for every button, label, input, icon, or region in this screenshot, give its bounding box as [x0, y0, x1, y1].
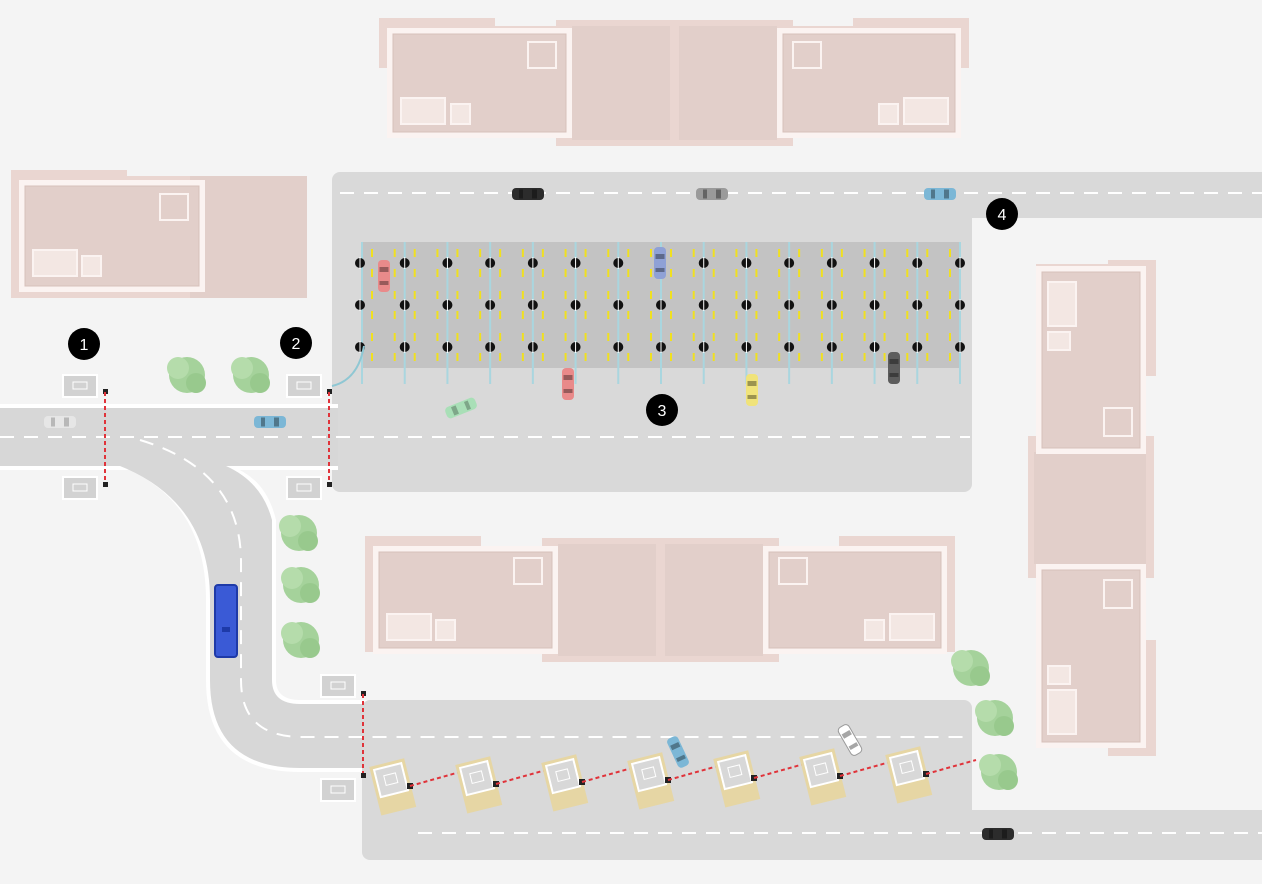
tree [281, 622, 320, 658]
barrier-gate-bottom [361, 691, 366, 778]
car [654, 247, 666, 279]
car [924, 188, 956, 200]
building-middle [365, 536, 955, 662]
car [888, 352, 900, 384]
booth-window [641, 766, 657, 781]
car [696, 188, 728, 200]
marker-1: 1 [68, 328, 100, 360]
toll-booths [369, 746, 977, 816]
gate-sign [62, 374, 98, 398]
tree [979, 754, 1018, 790]
tree [975, 700, 1014, 736]
toll-booth [713, 750, 761, 808]
gate-signs [62, 374, 356, 802]
tree [231, 357, 270, 393]
marker-label: 4 [998, 207, 1007, 224]
toll-booth [885, 746, 933, 804]
gate-sign [286, 476, 322, 500]
booth-barrier-arm [667, 765, 719, 781]
buildings [11, 18, 1156, 756]
car [982, 828, 1014, 840]
booth-window [469, 770, 485, 785]
tree [279, 515, 318, 551]
toll-booth [455, 756, 503, 814]
curved-road [120, 466, 370, 768]
gate-sign [320, 674, 356, 698]
marker-label: 1 [80, 337, 89, 354]
toll-booth [541, 754, 589, 812]
booth-cabin [630, 755, 668, 793]
booth-cabin [458, 759, 496, 797]
car [667, 736, 689, 768]
car [445, 397, 477, 419]
booth-cabin [372, 761, 410, 799]
building-top-center [379, 18, 969, 146]
building-right [1028, 260, 1156, 756]
car [512, 188, 544, 200]
building-top-left [11, 170, 307, 298]
entry-arc [331, 345, 365, 387]
booth-barrier-arm [409, 771, 461, 787]
gate-sign [62, 476, 98, 500]
booth-cabin [802, 751, 840, 789]
vehicles [44, 188, 1014, 840]
car [837, 724, 863, 756]
car [44, 416, 76, 428]
car [746, 374, 758, 406]
gate-sign [286, 374, 322, 398]
tree [167, 357, 206, 393]
toll-booth [627, 752, 675, 810]
booth-barrier-arm [753, 763, 805, 779]
booth-window [555, 768, 571, 783]
marker-label: 3 [658, 403, 667, 420]
toll-booth [369, 758, 417, 816]
gate-sign [320, 778, 356, 802]
booth-window [383, 772, 399, 787]
booth-barrier-arm [581, 767, 633, 783]
parking-grid [355, 242, 965, 384]
booth-barrier-arm [839, 761, 891, 777]
booth-barrier-arm [495, 769, 547, 785]
tree [281, 567, 320, 603]
booth-cabin [544, 757, 582, 795]
booth-barrier-arm [925, 759, 977, 775]
toll-booth [799, 748, 847, 806]
barrier-gate-2 [327, 389, 332, 487]
trees [167, 357, 1018, 790]
booth-window [813, 762, 829, 777]
booth-cabin [888, 749, 926, 787]
booth-window [727, 764, 743, 779]
marker-2: 2 [280, 327, 312, 359]
marker-label: 2 [292, 336, 301, 353]
booth-cabin [716, 753, 754, 791]
marker-3: 3 [646, 394, 678, 426]
booth-window [899, 760, 915, 775]
car [254, 416, 286, 428]
car [378, 260, 390, 292]
markers: 1 2 3 4 [68, 198, 1018, 426]
barriers [103, 345, 366, 778]
bus [214, 584, 238, 658]
car [562, 368, 574, 400]
tree [951, 650, 990, 686]
barrier-gate-1 [103, 389, 108, 487]
marker-4: 4 [986, 198, 1018, 230]
